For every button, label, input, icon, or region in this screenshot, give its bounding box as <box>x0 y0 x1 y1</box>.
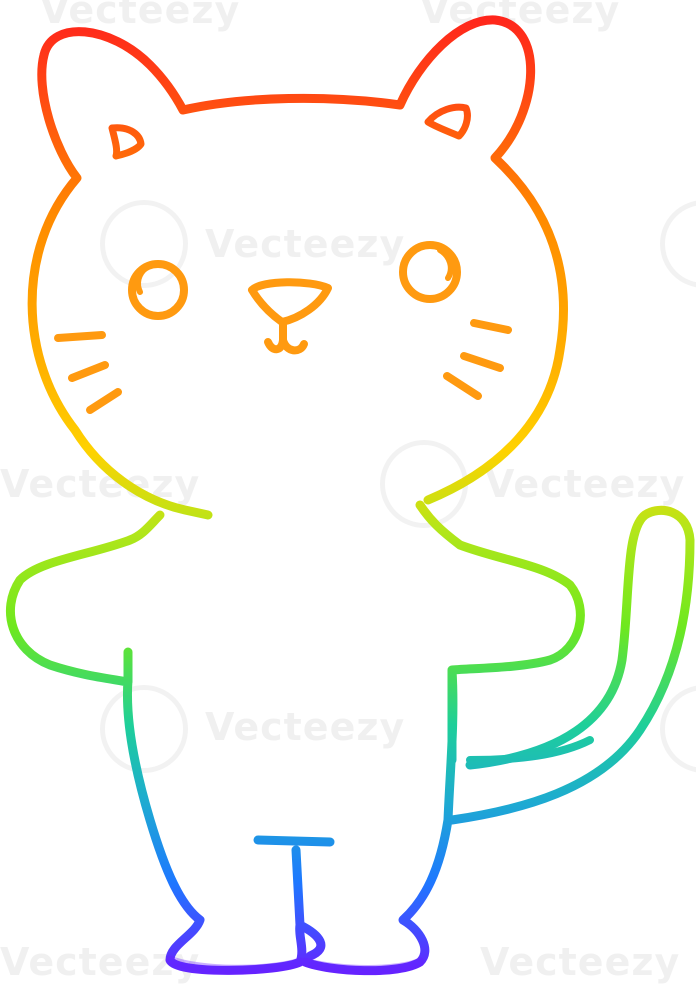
left-whisker-1 <box>54 331 106 342</box>
cat-tail <box>447 505 695 825</box>
left-foot <box>165 955 305 974</box>
right-eye <box>399 241 461 303</box>
watermark-logo <box>100 685 188 773</box>
left-whisker-3 <box>86 388 122 414</box>
cat-nose <box>248 278 332 326</box>
right-whisker-1 <box>470 319 512 334</box>
right-whisker-3 <box>443 372 482 400</box>
watermark-text: Vecteezy <box>480 940 681 984</box>
cat-head-outline <box>27 15 568 520</box>
watermark-logo <box>100 200 188 288</box>
left-inner-ear <box>108 124 145 160</box>
left-eye <box>128 260 188 320</box>
left-eye-shine <box>135 265 149 295</box>
cat-mouth <box>264 321 308 355</box>
cat-body-right <box>300 500 585 976</box>
cat-body-left <box>6 510 335 975</box>
watermark-text: Vecteezy <box>40 0 241 32</box>
watermark-text: Vecteezy <box>205 222 406 266</box>
right-whisker-2 <box>460 352 504 372</box>
watermark-text: Vecteezy <box>0 462 201 506</box>
left-whisker-2 <box>68 361 109 382</box>
right-eye-shine <box>437 247 454 281</box>
right-inner-ear <box>424 103 471 140</box>
watermark-text: Vecteezy <box>485 462 686 506</box>
right-foot <box>300 957 425 974</box>
watermark-text: Vecteezy <box>205 705 406 749</box>
